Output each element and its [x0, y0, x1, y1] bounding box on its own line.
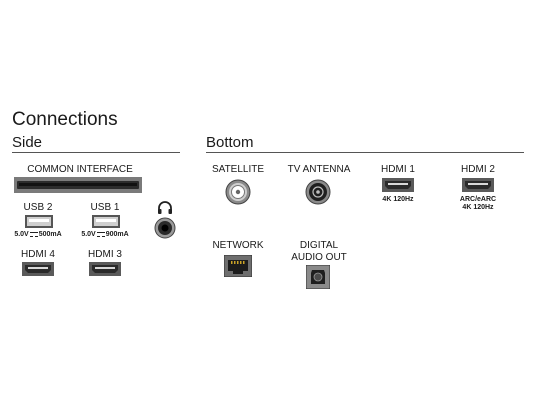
headphone-jack-icon — [154, 217, 176, 239]
hdmi4-label: HDMI 4 — [21, 249, 55, 260]
tv-antenna-connector-icon — [305, 179, 331, 205]
optical-audio-port-icon — [306, 265, 330, 289]
hdmi3-port-icon — [89, 262, 121, 276]
hdmi2-resolution-spec: 4K 120Hz — [462, 204, 494, 211]
side-divider — [12, 152, 180, 153]
hdmi2-label: HDMI 2 — [461, 164, 495, 175]
usb2-label: USB 2 — [23, 202, 53, 213]
satellite-connector-icon — [225, 179, 251, 205]
bottom-divider — [206, 152, 524, 153]
hdmi2-port-icon — [462, 178, 494, 192]
usb2-port-icon — [25, 215, 53, 228]
hdmi1-label: HDMI 1 — [381, 164, 415, 175]
headphone-icon — [157, 201, 173, 215]
common-interface-slot — [14, 177, 142, 193]
usb1-port-icon — [92, 215, 120, 228]
side-heading: Side — [12, 134, 43, 151]
usb1-label: USB 1 — [90, 202, 120, 213]
hdmi4-port-icon — [22, 262, 54, 276]
satellite-label: SATELLITE — [211, 164, 265, 175]
hdmi1-spec: 4K 120Hz — [382, 196, 414, 203]
page-title: Connections — [12, 109, 118, 130]
ethernet-port-icon — [224, 255, 252, 277]
hdmi3-label: HDMI 3 — [88, 249, 122, 260]
common-interface-label: COMMON INTERFACE — [27, 164, 133, 175]
digital-audio-label-line1: DIGITAL — [299, 240, 339, 251]
hdmi1-port-icon — [382, 178, 414, 192]
network-label: NETWORK — [212, 240, 264, 251]
hdmi2-arc-spec: ARC/eARC — [459, 196, 497, 203]
bottom-heading: Bottom — [206, 134, 254, 151]
tv-antenna-label: TV ANTENNA — [287, 164, 351, 175]
digital-audio-label-line2: AUDIO OUT — [291, 252, 347, 263]
